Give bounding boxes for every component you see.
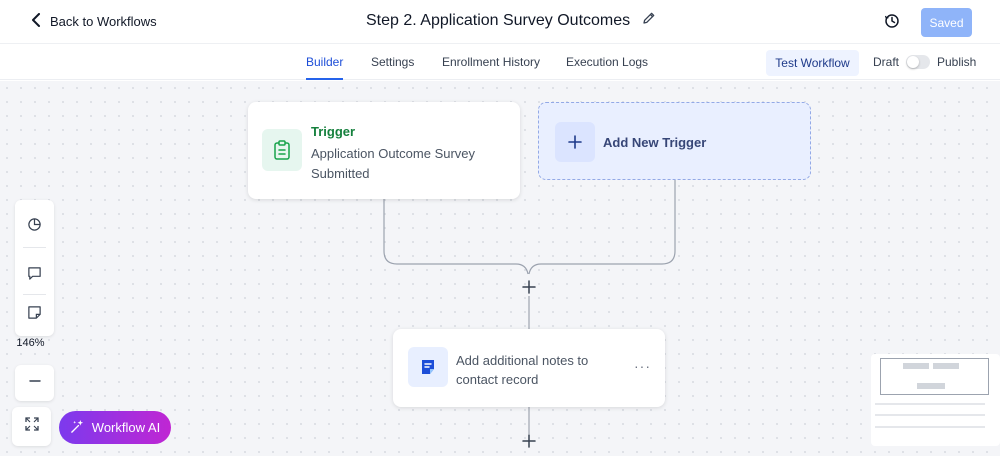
- minimap-node: [875, 414, 985, 416]
- tabs-bar: Builder Settings Enrollment History Exec…: [0, 44, 1000, 80]
- top-bar: Back to Workflows Step 2. Application Su…: [0, 0, 1000, 44]
- plus-icon: [555, 122, 595, 162]
- note-edit-icon: [408, 347, 448, 387]
- back-to-workflows-link[interactable]: Back to Workflows: [30, 13, 157, 30]
- trigger-card[interactable]: Trigger Application Outcome Survey Submi…: [248, 102, 520, 199]
- workflow-title-area: Step 2. Application Survey Outcomes: [366, 11, 656, 30]
- minimap-node: [875, 426, 985, 428]
- tab-settings[interactable]: Settings: [371, 55, 415, 69]
- action-card-add-notes[interactable]: Add additional notes to contact record ·…: [393, 329, 665, 407]
- add-step-plus-icon[interactable]: [522, 280, 536, 294]
- tab-builder[interactable]: Builder: [306, 55, 344, 80]
- tab-enrollment-history[interactable]: Enrollment History: [442, 55, 541, 69]
- test-workflow-button[interactable]: Test Workflow: [766, 50, 859, 76]
- draft-label: Draft: [873, 55, 900, 69]
- sparkle-wand-icon: [70, 419, 85, 437]
- toolbox-divider: [23, 294, 46, 295]
- zoom-level: 146%: [16, 337, 45, 349]
- publish-label: Publish: [937, 55, 977, 69]
- minimap-node: [917, 383, 945, 389]
- canvas-toolbox: [15, 200, 54, 336]
- chevron-left-icon: [30, 13, 42, 30]
- fit-view-button[interactable]: [12, 407, 51, 446]
- zoom-out-icon: [28, 374, 42, 393]
- toolbox-divider: [23, 247, 46, 248]
- more-options-icon[interactable]: ···: [634, 358, 651, 374]
- connector-lines: [383, 180, 676, 434]
- publish-toggle[interactable]: [906, 55, 930, 69]
- chart-icon[interactable]: [15, 206, 54, 242]
- saved-button[interactable]: Saved: [921, 8, 972, 37]
- action-label: Add additional notes to contact record: [456, 353, 589, 387]
- trigger-description: Application Outcome Survey Submitted: [311, 146, 476, 181]
- edit-pencil-icon[interactable]: [642, 11, 656, 30]
- add-step-plus-icon[interactable]: [522, 434, 536, 448]
- minimap-node: [903, 363, 929, 369]
- trigger-title: Trigger: [311, 124, 356, 139]
- workflow-ai-button[interactable]: Workflow AI: [59, 411, 171, 444]
- minimap-node: [875, 403, 985, 405]
- comment-icon[interactable]: [15, 255, 54, 291]
- workflow-canvas[interactable]: Trigger Application Outcome Survey Submi…: [0, 81, 1000, 456]
- minimap-node: [933, 363, 959, 369]
- history-icon[interactable]: [884, 13, 900, 34]
- minimap-viewport[interactable]: [880, 358, 989, 395]
- workflow-title: Step 2. Application Survey Outcomes: [366, 11, 631, 29]
- sticky-note-icon[interactable]: [15, 294, 54, 330]
- minimap[interactable]: [871, 354, 1000, 446]
- clipboard-icon: [262, 129, 302, 171]
- zoom-out-button[interactable]: [15, 365, 54, 401]
- fit-view-icon: [24, 416, 40, 437]
- workflow-ai-label: Workflow AI: [91, 420, 161, 435]
- tab-execution-logs[interactable]: Execution Logs: [566, 55, 649, 69]
- add-new-trigger-button[interactable]: Add New Trigger: [538, 102, 811, 180]
- add-new-trigger-label: Add New Trigger: [603, 135, 707, 150]
- back-label: Back to Workflows: [50, 14, 157, 29]
